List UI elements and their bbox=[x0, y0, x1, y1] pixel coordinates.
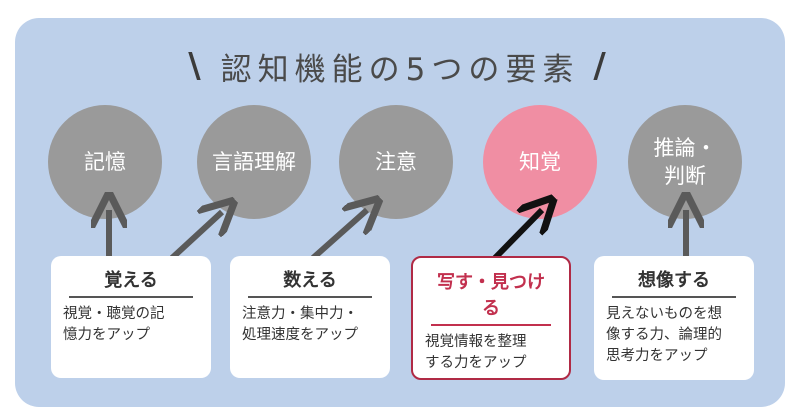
card-body: 注意力・集中力・ 処理速度をアップ bbox=[242, 306, 358, 344]
card-heading: 覚える bbox=[69, 266, 193, 298]
circle-attention: 注意 bbox=[339, 105, 453, 219]
title-text: 認知機能の5つの要素 bbox=[220, 51, 580, 88]
arrow-perception bbox=[492, 210, 542, 261]
card-imagine: 想像する 見えないものを想 像する力、論理的 思考力をアップ bbox=[594, 256, 754, 380]
card-heading: 写す・見つける bbox=[431, 268, 551, 326]
card-body: 見えないものを想 像する力、論理的 思考力をアップ bbox=[606, 306, 722, 365]
title-left-mark: \ bbox=[188, 46, 207, 86]
card-remember: 覚える 視覚・聴覚の記 憶力をアップ bbox=[51, 256, 211, 378]
arrow-language bbox=[169, 212, 222, 261]
card-heading: 数える bbox=[248, 266, 372, 298]
card-count: 数える 注意力・集中力・ 処理速度をアップ bbox=[230, 256, 390, 378]
arrow-attention bbox=[311, 210, 367, 261]
card-body: 視覚・聴覚の記 憶力をアップ bbox=[63, 306, 165, 344]
card-copy-find: 写す・見つける 視覚情報を整理 する力をアップ bbox=[411, 256, 571, 380]
diagram-title: \ 認知機能の5つの要素 / bbox=[15, 42, 785, 90]
title-right-mark: / bbox=[593, 46, 612, 86]
card-heading: 想像する bbox=[612, 266, 736, 298]
card-body: 視覚情報を整理 する力をアップ bbox=[425, 334, 527, 372]
circle-reasoning: 推論・ 判断 bbox=[628, 105, 742, 219]
